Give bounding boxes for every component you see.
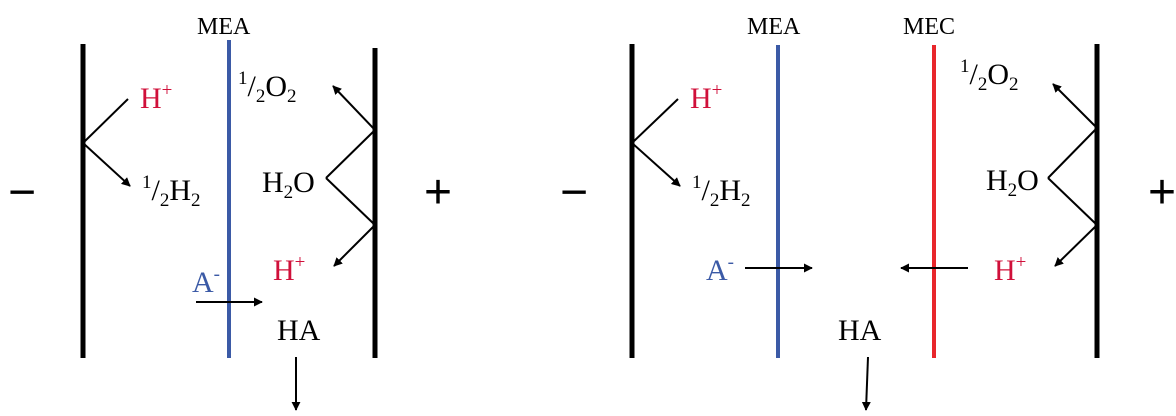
left-cell-anode-sign: + [424, 166, 452, 219]
left-h-plus-anode: H+ [273, 252, 305, 287]
right-anode-o2-arrow [1052, 83, 1098, 129]
right-cell-cathode-sign: − [560, 166, 588, 219]
right-water: H2O [986, 164, 1039, 201]
right-half-o2: 1/2O2 [960, 56, 1019, 95]
left-anion: A- [192, 264, 220, 299]
right-h-plus-anode: H+ [994, 252, 1026, 287]
left-half-o2: 1/2O2 [238, 68, 297, 107]
right-anode-water-line-upper [1047, 127, 1098, 179]
right-h-plus-cathode: H+ [690, 80, 722, 115]
left-anode-water-line-lower [325, 177, 376, 226]
right-cathode-h-plus-line [631, 98, 679, 144]
left-mea-label: MEA [197, 14, 251, 40]
right-product-arrow [861, 356, 871, 411]
left-anode-water-line-upper [325, 129, 376, 179]
right-cell: − + MEA MEC H+ 1/2H2 1/2O2 H2O H+ A- HA [560, 14, 1176, 411]
right-anode-water-line-lower [1047, 177, 1098, 226]
right-acid: HA [838, 314, 882, 347]
right-anion: A- [706, 252, 734, 287]
left-anode-h-plus-arrow [333, 224, 376, 267]
left-cell-cathode-sign: − [8, 166, 36, 219]
left-cathode-h2-arrow [82, 142, 131, 187]
left-half-h2: 1/2H2 [142, 172, 201, 211]
left-h-plus-cathode: H+ [140, 80, 172, 115]
right-mea-label: MEA [747, 14, 801, 40]
right-mec-label: MEC [903, 14, 955, 40]
left-cathode-h-plus-line [82, 98, 129, 144]
right-cell-anode-sign: + [1148, 166, 1176, 219]
right-cathode-h2-arrow [631, 142, 681, 187]
right-half-h2: 1/2H2 [692, 172, 751, 211]
right-anode-h-plus-arrow [1054, 224, 1098, 267]
left-water: H2O [262, 166, 315, 203]
left-cell: − + MEA H+ 1/2H2 1/2O2 H2O H+ A- HA [8, 14, 452, 411]
left-anode-o2-arrow [332, 85, 376, 131]
left-acid: HA [277, 314, 321, 347]
